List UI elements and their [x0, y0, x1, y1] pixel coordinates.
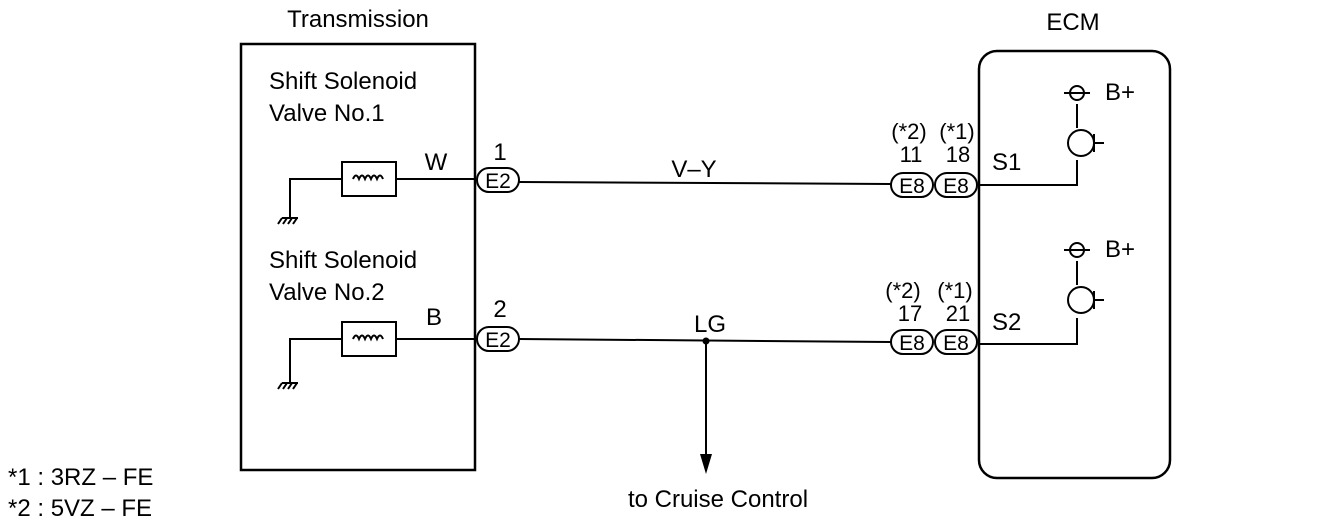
circuit2-pin-a: 17: [898, 301, 922, 326]
branch-arrow-icon: [700, 454, 712, 474]
solenoid2-wire-color: B: [426, 304, 442, 331]
legend-note2: *2 : 5VZ – FE: [8, 495, 152, 522]
circuit1-pin-left: 1: [493, 139, 506, 166]
circuit2-note-b: (*1): [937, 278, 972, 303]
circuit1-wire-color: V–Y: [671, 156, 716, 183]
transistor1-icon: [1067, 104, 1104, 157]
solenoid1-coil-symbol: [341, 161, 397, 197]
transmission-box: [239, 42, 477, 472]
circuit2-connector-b: E8: [943, 332, 969, 355]
circuit1-note-b: (*1): [939, 119, 974, 144]
solenoid1-label-line1: Shift Solenoid: [269, 68, 417, 95]
circuit1-connector-left-shape: [476, 167, 520, 193]
solenoid2-label-line2: Valve No.2: [269, 279, 385, 306]
supply1-terminal-icon: [1064, 85, 1090, 101]
ecm-terminal1: S1: [992, 149, 1021, 176]
ecm-supply1: B+: [1105, 79, 1135, 106]
circuit1-connector-a: E8: [899, 175, 925, 198]
circuit1-connector-left: E2: [485, 170, 511, 193]
solenoid1-ground-wire: [289, 178, 342, 218]
transistor2-icon: [1067, 261, 1104, 314]
circuit1-connector-a-shape: [890, 172, 934, 198]
circuit2-note-a: (*2): [885, 278, 920, 303]
solenoid2-label-line1: Shift Solenoid: [269, 247, 417, 274]
circuit1-pin-b: 18: [946, 142, 970, 167]
circuit2-connector-a-shape: [890, 329, 934, 355]
circuit2-connector-a: E8: [899, 332, 925, 355]
circuit1-wire: [518, 181, 892, 185]
solenoid2-ground-wire: [289, 338, 342, 383]
circuit2-wire-color: LG: [694, 311, 726, 338]
circuit2-connector-b-shape: [934, 329, 978, 355]
solenoid2-coil-symbol: [341, 321, 397, 357]
solenoid1-label-line2: Valve No.1: [269, 100, 385, 127]
circuit2-pin-b: 21: [946, 301, 970, 326]
circuit1-pin-a: 11: [900, 142, 923, 167]
transmission-title: Transmission: [287, 6, 429, 33]
circuit1-connector-b-shape: [934, 172, 978, 198]
circuit1-note-a: (*2): [891, 119, 926, 144]
ecm-terminal1-wire: [979, 160, 1078, 186]
solenoid1-wire-color: W: [425, 149, 448, 176]
ecm-terminal2-wire: [979, 318, 1078, 345]
circuit2-pin-left: 2: [493, 296, 506, 323]
solenoid1-ground-icon: [277, 217, 298, 225]
circuit2-branch-label: to Cruise Control: [628, 486, 808, 513]
circuit2-connector-left: E2: [485, 329, 511, 352]
ecm-box: [977, 49, 1172, 480]
ecm-supply2: B+: [1105, 236, 1135, 263]
solenoid2-ground-icon: [277, 382, 298, 390]
supply2-terminal-icon: [1064, 242, 1090, 258]
legend-note1: *1 : 3RZ – FE: [8, 464, 153, 491]
ecm-title: ECM: [1046, 9, 1099, 36]
circuit1-connector-b: E8: [943, 175, 969, 198]
ecm-terminal2: S2: [992, 309, 1021, 336]
